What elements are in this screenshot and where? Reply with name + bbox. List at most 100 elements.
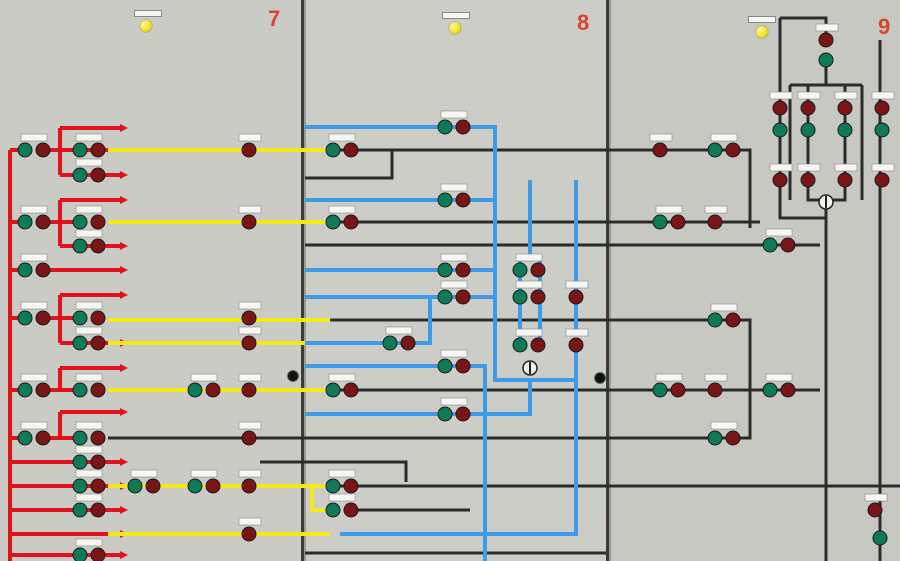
green-indicator-icon: [437, 119, 453, 135]
green-indicator-icon: [800, 122, 816, 138]
label-tag: [75, 421, 103, 430]
green-indicator-icon: [874, 122, 890, 138]
label-tag: [328, 373, 356, 382]
red-arrow-icon: [120, 171, 128, 179]
green-indicator-icon: [437, 192, 453, 208]
red-indicator-icon: [241, 478, 257, 494]
green-indicator-icon: [652, 382, 668, 398]
label-tag: [130, 469, 158, 478]
red-indicator-icon: [780, 382, 796, 398]
green-indicator-icon: [437, 289, 453, 305]
red-indicator-icon: [530, 262, 546, 278]
indicator-lamp-icon: [756, 26, 768, 38]
green-indicator-icon: [818, 52, 834, 68]
label-tag: [710, 421, 738, 430]
label-tag: [871, 91, 895, 100]
label-tag: [75, 445, 103, 454]
green-indicator-icon: [872, 530, 888, 546]
label-tag: [20, 373, 48, 382]
dark-bus-line: [305, 150, 394, 180]
label-tag: [565, 280, 589, 289]
red-indicator-icon: [241, 526, 257, 542]
label-tag: [655, 373, 683, 382]
label-tag: [649, 133, 673, 142]
label-tag: [769, 91, 793, 100]
green-indicator-icon: [707, 312, 723, 328]
red-indicator-icon: [241, 214, 257, 230]
dark-bus-line: [606, 318, 752, 440]
red-indicator-icon: [455, 192, 471, 208]
label-tag: [710, 133, 738, 142]
label-tag: [190, 373, 218, 382]
dark-bus-line: [260, 460, 408, 482]
red-indicator-icon: [35, 430, 51, 446]
red-indicator-icon: [90, 214, 106, 230]
red-indicator-icon: [568, 289, 584, 305]
red-indicator-icon: [800, 100, 816, 116]
label-tag: [710, 303, 738, 312]
green-indicator-icon: [837, 122, 853, 138]
label-tag: [238, 469, 262, 478]
red-indicator-icon: [343, 478, 359, 494]
red-indicator-icon: [455, 289, 471, 305]
label-tag: [238, 326, 262, 335]
red-indicator-icon: [35, 142, 51, 158]
red-arrow-icon: [120, 408, 128, 416]
label-tag: [704, 373, 728, 382]
green-indicator-icon: [17, 214, 33, 230]
red-indicator-icon: [35, 310, 51, 326]
label-tag: [864, 493, 888, 502]
label-tag: [769, 163, 793, 172]
green-indicator-icon: [127, 478, 143, 494]
red-indicator-icon: [241, 382, 257, 398]
blue-bus-line: [305, 297, 432, 345]
blue-bus-line: [305, 364, 487, 561]
red-arrow-icon: [120, 551, 128, 559]
red-indicator-icon: [530, 337, 546, 353]
panel-seam: [606, 0, 609, 561]
label-tag: [440, 397, 468, 406]
label-tag: [20, 133, 48, 142]
green-indicator-icon: [437, 262, 453, 278]
red-indicator-icon: [90, 335, 106, 351]
green-indicator-icon: [72, 238, 88, 254]
green-indicator-icon: [17, 310, 33, 326]
dark-bus-line: [778, 18, 826, 220]
indicator-lamp-icon: [449, 22, 461, 34]
green-indicator-icon: [762, 382, 778, 398]
red-indicator-icon: [343, 142, 359, 158]
red-indicator-icon: [343, 502, 359, 518]
red-indicator-icon: [90, 502, 106, 518]
label-tag: [440, 183, 468, 192]
panel-number-7: 7: [268, 6, 281, 31]
yellow-bus-line: [310, 486, 330, 512]
red-indicator-icon: [837, 172, 853, 188]
green-indicator-icon: [437, 358, 453, 374]
label-tag: [765, 228, 793, 237]
label-tag: [655, 205, 683, 214]
lamp-tag: [748, 16, 776, 23]
red-indicator-icon: [241, 335, 257, 351]
green-indicator-icon: [325, 478, 341, 494]
label-tag: [20, 421, 48, 430]
red-indicator-icon: [800, 172, 816, 188]
label-tag: [834, 163, 858, 172]
green-indicator-icon: [72, 478, 88, 494]
label-tag: [515, 328, 543, 337]
red-indicator-icon: [568, 337, 584, 353]
green-indicator-icon: [72, 310, 88, 326]
red-indicator-icon: [343, 214, 359, 230]
red-arrow-icon: [120, 458, 128, 466]
red-arrow-icon: [120, 266, 128, 274]
red-indicator-icon: [90, 238, 106, 254]
red-indicator-icon: [867, 502, 883, 518]
label-tag: [328, 133, 356, 142]
red-indicator-icon: [400, 335, 416, 351]
red-indicator-icon: [455, 262, 471, 278]
mounting-hole-icon: [287, 370, 299, 382]
label-tag: [815, 23, 839, 32]
red-indicator-icon: [90, 478, 106, 494]
green-indicator-icon: [325, 142, 341, 158]
label-tag: [515, 280, 543, 289]
